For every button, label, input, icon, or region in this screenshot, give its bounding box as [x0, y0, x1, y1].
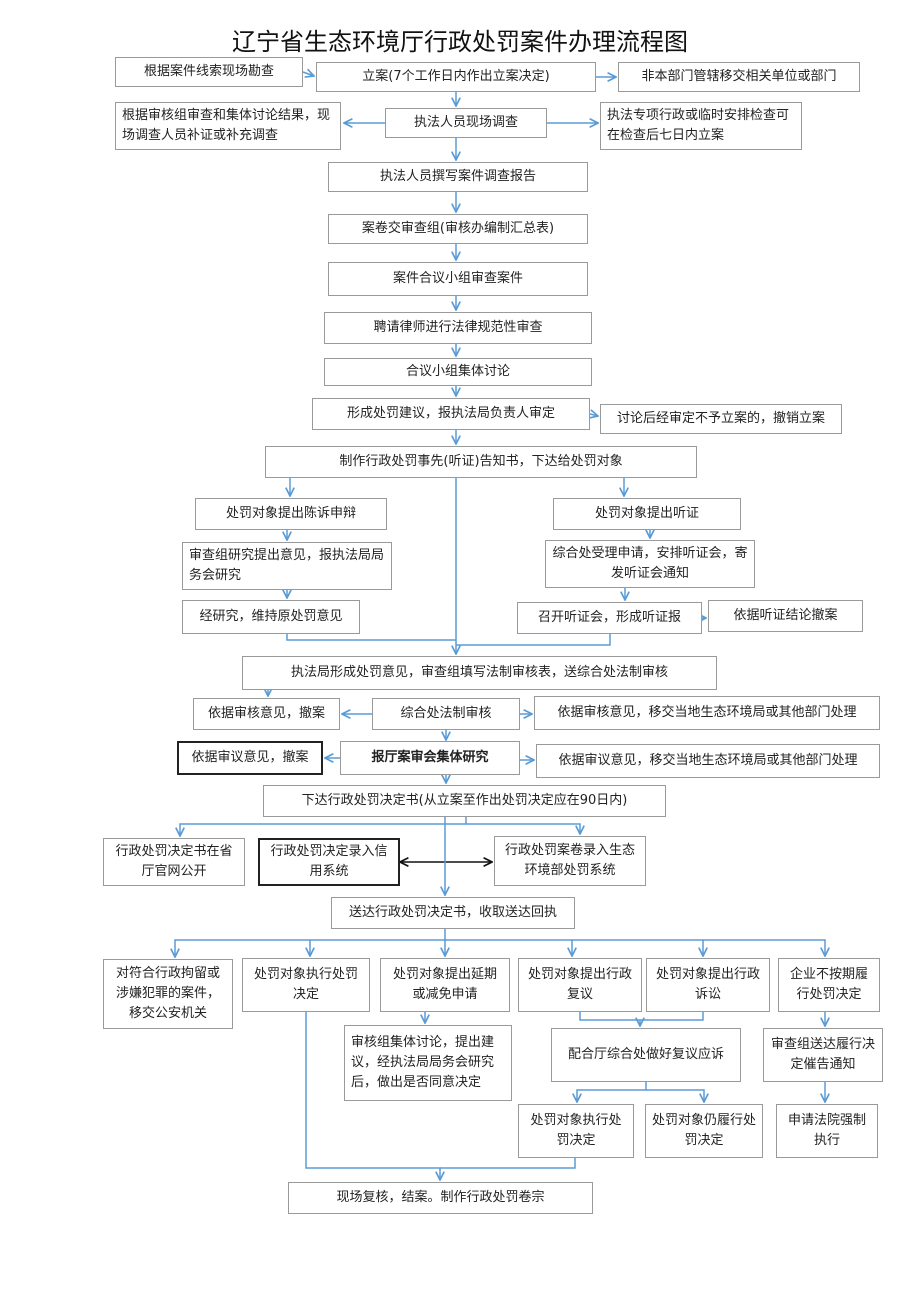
flow-node-urge: 审查组送达履行决定催告通知 — [763, 1028, 883, 1082]
flow-node-accept-hearing: 综合处受理申请，安排听证会，寄发听证会通知 — [545, 540, 755, 588]
flow-node-decision: 下达行政处罚决定书(从立案至作出处罚决定应在90日内) — [263, 785, 666, 817]
flow-node-review-withdraw: 依据审核意见，撤案 — [193, 698, 340, 730]
flow-node-hearing-req: 处罚对象提出听证 — [553, 498, 741, 530]
flow-arrow-47 — [305, 1012, 440, 1180]
flow-node-lawyer: 聘请律师进行法律规范性审查 — [324, 312, 592, 344]
flow-arrow-0 — [302, 72, 314, 76]
flow-arrow-11 — [590, 414, 598, 416]
flow-node-execute2: 处罚对象执行处罚决定 — [518, 1104, 634, 1158]
flow-node-postpone: 处罚对象提出延期或减免申请 — [380, 958, 510, 1012]
flow-arrow-31 — [466, 823, 580, 834]
flow-node-proposal: 形成处罚建议，报执法局负责人审定 — [312, 398, 590, 430]
flow-node-delib-withdraw: 依据审议意见，撤案 — [177, 741, 323, 775]
flow-node-hearing-withdraw: 依据听证结论撤案 — [708, 600, 863, 632]
flow-node-deliver: 送达行政处罚决定书，收取送达回执 — [331, 897, 575, 929]
flow-arrow-44 — [577, 1082, 647, 1102]
flow-node-review-transfer: 依据审核意见，移交当地生态环境局或其他部门处理 — [534, 696, 880, 730]
flow-node-legal-review: 综合处法制审核 — [372, 698, 520, 730]
flow-node-court: 申请法院强制执行 — [776, 1104, 878, 1158]
flow-node-police: 对符合行政拘留或涉嫌犯罪的案件，移交公安机关 — [103, 959, 233, 1029]
flow-node-reconsider: 处罚对象提出行政复议 — [518, 958, 642, 1012]
flow-arrow-39 — [703, 939, 825, 956]
flow-node-still-execute: 处罚对象仍履行处罚决定 — [645, 1104, 763, 1158]
flow-node-postpone-decide: 审核组集体讨论，提出建议，经执法局局务会研究后，做出是否同意决定 — [344, 1025, 512, 1101]
flow-node-supplement: 根据审核组审查和集体讨论结果，现场调查人员补证或补充调查 — [115, 102, 341, 150]
flow-node-execute: 处罚对象执行处罚决定 — [242, 958, 370, 1012]
flow-node-group-study: 审查组研究提出意见，报执法局局务会研究 — [182, 542, 392, 590]
flow-arrow-48 — [440, 1158, 576, 1169]
flow-node-publish: 行政处罚决定书在省厅官网公开 — [103, 838, 245, 886]
flow-node-ministry: 行政处罚案卷录入生态环境部处罚系统 — [494, 836, 646, 886]
flow-node-credit: 行政处罚决定录入信用系统 — [258, 838, 400, 886]
flow-node-revoke: 讨论后经审定不予立案的，撤销立案 — [600, 404, 842, 434]
flow-node-report: 执法人员撰写案件调查报告 — [328, 162, 588, 192]
flow-node-opinion: 执法局形成处罚意见，审查组填写法制审核表，送综合处法制审核 — [242, 656, 717, 690]
flow-node-close: 现场复核，结案。制作行政处罚卷宗 — [288, 1182, 593, 1214]
flow-node-defense: 处罚对象提出陈诉申辩 — [195, 498, 387, 530]
flow-node-submit: 案卷交审查组(审核办编制汇总表) — [328, 214, 588, 244]
flow-node-panel-discuss: 合议小组集体讨论 — [324, 358, 592, 386]
flow-node-dept-meeting: 报厅案审会集体研究 — [340, 741, 520, 775]
flow-arrow-22 — [456, 634, 611, 646]
flow-node-special: 执法专项行政或临时安排检查可在检查后七日内立案 — [600, 102, 802, 150]
flow-node-lawsuit: 处罚对象提出行政诉讼 — [646, 958, 770, 1012]
flow-arrow-41 — [579, 1012, 704, 1021]
flow-node-hold-hearing: 召开听证会，形成听证报 — [517, 602, 702, 634]
flow-node-not-execute: 企业不按期履行处罚决定 — [778, 958, 880, 1012]
flow-node-survey: 根据案件线索现场勘查 — [115, 57, 303, 87]
flow-arrow-45 — [646, 1089, 704, 1102]
flow-node-maintain: 经研究，维持原处罚意见 — [182, 600, 360, 634]
flow-node-notice: 制作行政处罚事先(听证)告知书，下达给处罚对象 — [265, 446, 697, 478]
flow-arrow-30 — [180, 817, 467, 836]
flow-arrow-38 — [572, 939, 703, 956]
flow-node-invest: 执法人员现场调查 — [385, 108, 547, 138]
flow-node-file: 立案(7个工作日内作出立案决定) — [316, 62, 596, 92]
flow-node-panel-review: 案件合议小组审查案件 — [328, 262, 588, 296]
page-title: 辽宁省生态环境厅行政处罚案件办理流程图 — [232, 28, 688, 56]
flow-arrow-18 — [286, 634, 456, 641]
flow-arrow-37 — [445, 939, 572, 956]
flow-node-cooperate: 配合厅综合处做好复议应诉 — [551, 1028, 741, 1082]
flow-node-transfer: 非本部门管辖移交相关单位或部门 — [618, 62, 860, 92]
flow-node-delib-transfer: 依据审议意见，移交当地生态环境局或其他部门处理 — [536, 744, 880, 778]
